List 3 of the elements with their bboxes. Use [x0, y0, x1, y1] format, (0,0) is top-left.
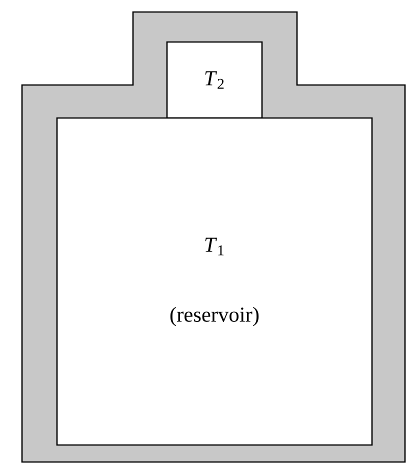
- label-text: T$_{1}$: [205, 238, 224, 256]
- label-text: T$_{2}$: [205, 71, 224, 89]
- label-text: (reservoir): [170, 306, 259, 326]
